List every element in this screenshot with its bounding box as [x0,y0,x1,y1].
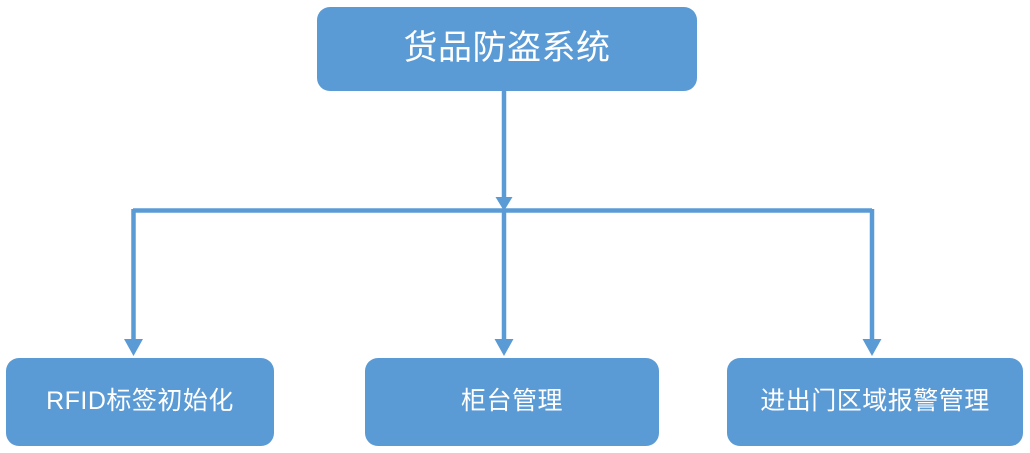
connector-bus-to-rfid-init [124,209,143,356]
node-rfid-tag-initialization-label: RFID标签初始化 [46,387,234,416]
connector-bus-to-gate [862,209,882,356]
node-gate-area-alarm-management-label: 进出门区域报警管理 [760,387,990,416]
node-counter-management[interactable]: 柜台管理 [365,358,659,446]
connector-bus-to-counter [494,209,514,356]
node-root-system[interactable]: 货品防盗系统 [317,7,697,91]
connector-root-to-bus [495,91,513,211]
node-counter-management-label: 柜台管理 [460,387,563,416]
node-rfid-tag-initialization[interactable]: RFID标签初始化 [6,358,274,446]
node-root-label: 货品防盗系统 [403,29,611,68]
node-gate-area-alarm-management[interactable]: 进出门区域报警管理 [727,358,1023,446]
